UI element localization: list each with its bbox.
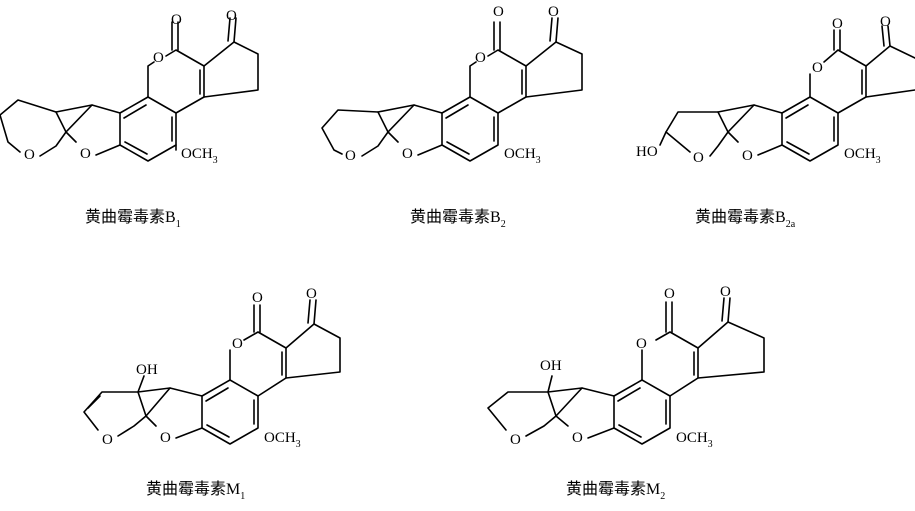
b1-caption-subscript: 1 [176, 219, 181, 230]
m1-lactone-carbonyl-oxygen: O [252, 290, 263, 306]
b2-caption: 黄曲霉毒素B [410, 208, 501, 226]
m2-caption-subscript: 2 [660, 491, 665, 502]
structure-b1: O O O O O OCH3 黄曲霉毒素B1 [0, 8, 259, 230]
m1-furan-oxygen-1: O [160, 430, 171, 446]
b1-furan-oxygen-2: O [24, 147, 35, 163]
b2-methoxy-subscript: 3 [536, 155, 541, 166]
svg-text:黄曲霉毒素B2: 黄曲霉毒素B2 [410, 208, 506, 230]
b2a-caption: 黄曲霉毒素B [695, 208, 786, 226]
m1-caption-subscript: 1 [240, 491, 245, 502]
svg-text:黄曲霉毒素B2a: 黄曲霉毒素B2a [695, 208, 796, 230]
b2-furan-oxygen-1: O [402, 146, 413, 162]
m1-furan-oxygen-2: O [102, 432, 113, 448]
b1-lactone-oxygen: O [153, 50, 164, 66]
b1-methoxy-label: OCH [181, 146, 213, 162]
b2a-hydroxy-label: HO [636, 144, 658, 160]
m2-hydroxy-label: OH [540, 358, 562, 374]
b1-ketone-oxygen: O [226, 8, 237, 24]
svg-text:OCH3: OCH3 [264, 430, 301, 450]
m2-methoxy-label: OCH [676, 430, 708, 446]
b2-ketone-oxygen: O [548, 4, 559, 20]
m1-methoxy-subscript: 3 [296, 439, 301, 450]
b1-caption: 黄曲霉毒素B [85, 208, 176, 226]
b2a-caption-subscript: 2a [786, 219, 796, 230]
svg-text:OCH3: OCH3 [504, 146, 541, 166]
b2-ketone-oxygen-lactone: O [493, 4, 504, 20]
svg-text:黄曲霉毒素M2: 黄曲霉毒素M2 [566, 480, 665, 502]
b2-caption-subscript: 2 [501, 219, 506, 230]
b2-lactone-oxygen: O [475, 50, 486, 66]
m2-lactone-oxygen: O [636, 336, 647, 352]
svg-text:黄曲霉毒素B1: 黄曲霉毒素B1 [85, 208, 181, 230]
m1-methoxy-label: OCH [264, 430, 296, 446]
b2a-furan-oxygen-2: O [693, 150, 704, 166]
structure-m2: O O O O O OH OCH3 黄曲霉毒素M2 [487, 284, 765, 502]
m2-furan-oxygen-2: O [510, 432, 521, 448]
structure-b2: O O O O O OCH3 黄曲霉毒素B2 [321, 4, 583, 230]
b2a-lactone-carbonyl-oxygen: O [832, 16, 843, 32]
b2a-ketone-oxygen: O [880, 14, 891, 30]
svg-text:黄曲霉毒素M1: 黄曲霉毒素M1 [146, 480, 245, 502]
structure-b2a: O O O O O HO OCH3 黄曲霉毒素B2a [636, 14, 915, 230]
b2a-lactone-oxygen: O [812, 60, 823, 76]
m1-caption: 黄曲霉毒素M [146, 480, 240, 498]
svg-text:OCH3: OCH3 [181, 146, 218, 166]
b1-furan-oxygen-1: O [80, 146, 91, 162]
structure-m1: O O O O O OH OCH3 黄曲霉毒素M1 [83, 286, 341, 502]
svg-text:OCH3: OCH3 [676, 430, 713, 450]
b1-methoxy-subscript: 3 [213, 155, 218, 166]
b2-methoxy-label: OCH [504, 146, 536, 162]
m1-ketone-oxygen: O [306, 286, 317, 302]
m2-methoxy-subscript: 3 [708, 439, 713, 450]
m2-furan-oxygen-1: O [572, 430, 583, 446]
m2-lactone-carbonyl-oxygen: O [664, 286, 675, 302]
b2a-methoxy-subscript: 3 [876, 155, 881, 166]
m1-lactone-oxygen: O [232, 336, 243, 352]
b2-furan-oxygen-2: O [345, 148, 356, 164]
b1-ketone-oxygen-lactone: O [171, 12, 182, 28]
b2a-furan-oxygen-1: O [742, 148, 753, 164]
m1-hydroxy-label: OH [136, 362, 158, 378]
b2a-methoxy-label: OCH [844, 146, 876, 162]
m2-ketone-oxygen: O [720, 284, 731, 300]
svg-text:OCH3: OCH3 [844, 146, 881, 166]
m2-caption: 黄曲霉毒素M [566, 480, 660, 498]
